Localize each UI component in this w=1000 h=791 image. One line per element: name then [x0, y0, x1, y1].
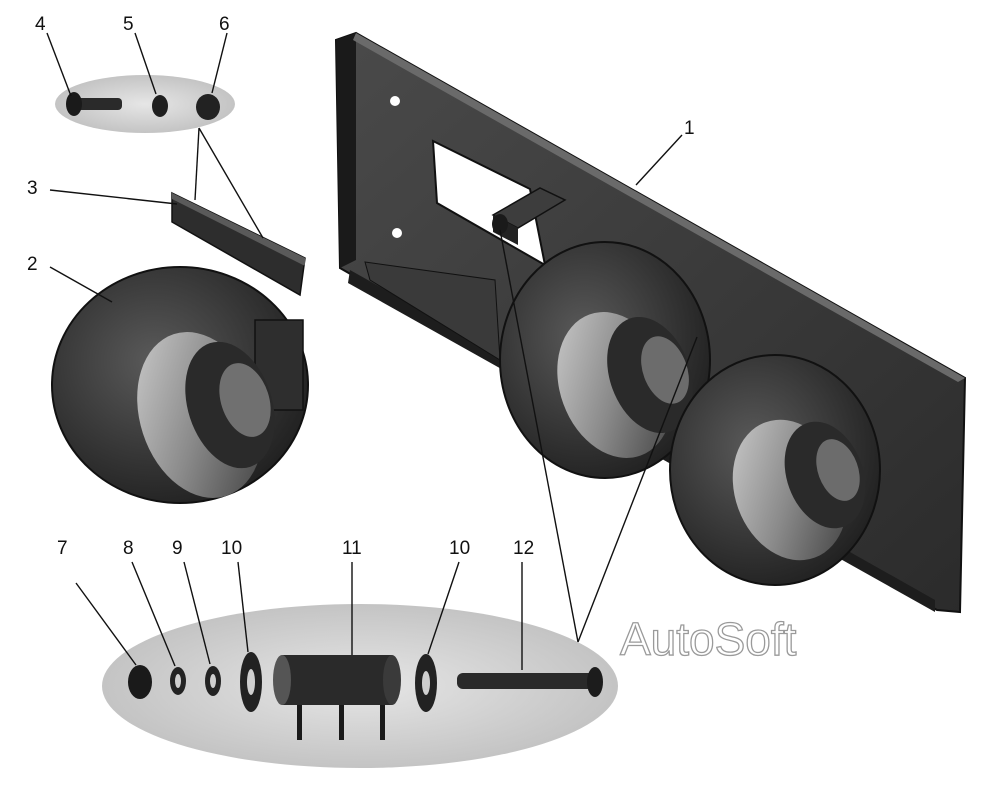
callout-8: 8: [123, 538, 134, 559]
watermark: AutoSoft: [620, 613, 797, 665]
leader-12-plate-a: [499, 229, 579, 643]
callout-1: 1: [684, 118, 695, 139]
callout-10a: 10: [221, 538, 242, 559]
washer: [152, 95, 168, 117]
callout-4: 4: [35, 14, 46, 35]
leader-6: [211, 32, 228, 94]
screw: [66, 92, 122, 116]
callout-10b: 10: [449, 538, 470, 559]
leader-1: [635, 134, 683, 186]
callout-12: 12: [513, 538, 534, 559]
blower-unit-loose: [51, 266, 309, 504]
leader-12-plate-b: [577, 336, 698, 643]
leader-8: [131, 561, 176, 667]
nut-7: [128, 665, 152, 699]
leader-2: [49, 266, 113, 303]
leader-lines: [46, 32, 698, 670]
callout-3: 3: [27, 178, 38, 199]
callout-11: 11: [342, 538, 362, 559]
callout-9: 9: [172, 538, 183, 559]
leader-9: [183, 561, 211, 665]
leader-7: [75, 582, 137, 666]
bushing-11: [273, 655, 401, 740]
leader-5: [134, 32, 157, 95]
callout-6: 6: [219, 14, 230, 35]
callout-5: 5: [123, 14, 134, 35]
callout-labels: 1 2 3 4 5 6 7 8 9 10 11 10 12: [27, 14, 695, 559]
blower-unit-right: [669, 354, 881, 586]
leader-10a: [237, 561, 249, 653]
callout-2: 2: [27, 254, 38, 275]
leader-10b: [427, 561, 460, 655]
plate-switch: [491, 187, 567, 245]
leader-6-bracket-b: [198, 127, 264, 239]
bolt-12: [457, 667, 603, 697]
leader-4: [46, 32, 72, 97]
bottom-hardware-group: [102, 604, 618, 768]
leader-6-bracket-a: [194, 127, 200, 201]
bracket-strip: [171, 191, 306, 297]
nut: [196, 94, 220, 120]
top-hardware-group: [55, 75, 235, 133]
callout-7: 7: [57, 538, 68, 559]
blower-unit-left: [499, 241, 711, 479]
leader-3: [49, 189, 178, 205]
